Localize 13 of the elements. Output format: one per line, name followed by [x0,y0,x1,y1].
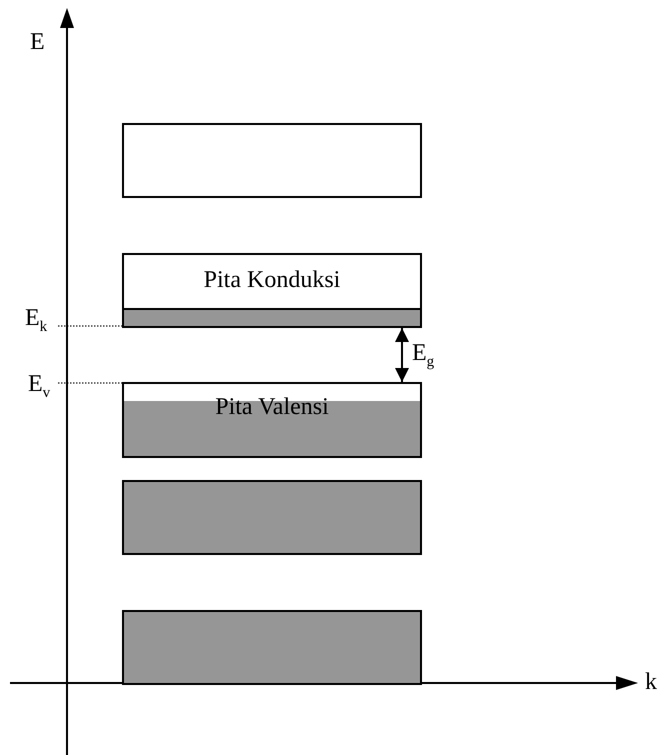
level-label: E$_{v}$ [28,372,50,401]
band-label: Pita Valensi [215,394,329,420]
energy-band [122,382,422,458]
level-label: E$_{k}$ [25,306,48,335]
edge-label: E$_{g}$ [412,341,434,370]
energy-band [122,123,422,198]
axis-label: k [645,670,657,694]
gap-arrow [395,328,409,382]
energy-band [122,480,422,555]
band-label: Pita Konduksi [204,267,340,293]
axis-label: E [30,30,45,54]
energy-band [122,610,422,685]
energy-band [122,253,422,328]
